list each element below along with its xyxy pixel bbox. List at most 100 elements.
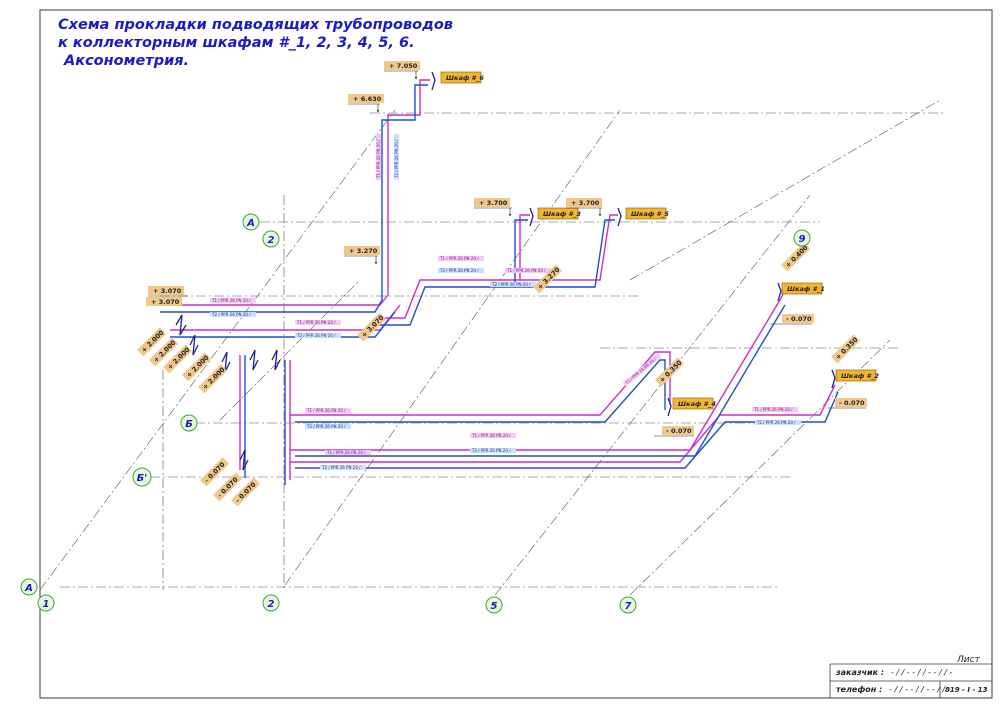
svg-text:+ 3.070: + 3.070 <box>153 287 182 295</box>
valve-icon <box>175 314 187 336</box>
svg-text:- 0.070: - 0.070 <box>234 480 258 504</box>
pipe-label-pair: T1 / PPR 26 PN 20 / T2 / PPR 26 PN 20 / <box>438 256 484 273</box>
valve-icon <box>249 349 259 371</box>
svg-text:5: 5 <box>491 601 498 612</box>
sheet-code: 819 - I - 13 <box>945 686 988 694</box>
axis-bubble-7: 7 <box>619 596 637 614</box>
pipe-label-t1: T1 / PPR 26 PN 20 / <box>326 450 366 455</box>
elevation-mark: + 2.000 <box>182 352 212 382</box>
pipe-label-t2: T2 / PPR 26 PN 20 / <box>296 333 336 338</box>
svg-text:- 0.070: - 0.070 <box>786 315 812 323</box>
valve-icon <box>431 71 436 91</box>
valve-icon <box>529 207 534 227</box>
svg-text:+ 3.700: + 3.700 <box>479 199 508 207</box>
svg-text:7: 7 <box>625 601 632 612</box>
pipe-label-t2: T2 / PPR 26 PN 20 / <box>394 139 399 179</box>
svg-text:2: 2 <box>268 235 275 246</box>
pipe-label-t2: T2 / PPR 26 PN 20 / <box>439 268 479 273</box>
drawing-title-line2: к коллекторным шкафам #_1, 2, 3, 4, 5, 6… <box>58 35 415 51</box>
grid-diag-2 <box>284 109 621 586</box>
cabinet-5: Шкаф #_5 <box>625 207 669 220</box>
svg-text:А: А <box>246 218 255 229</box>
supply-branch-cab5 <box>520 214 618 281</box>
elevation-mark: + 6.630 <box>348 94 384 113</box>
grid-diag-back <box>629 99 941 281</box>
svg-text:Б: Б <box>185 419 193 430</box>
elevation-mark: + 2.000 <box>198 364 228 394</box>
pipe-label-pair: T1 / PPR 26 PN 20 / T2 / PPR 26 PN 20 / <box>210 298 256 317</box>
drawing-title-line3: Аксонометрия. <box>64 53 190 69</box>
svg-text:2: 2 <box>268 599 275 610</box>
phone-row: телефон : - / / - - / / - - / / - <box>836 685 951 694</box>
svg-text:А: А <box>24 583 33 594</box>
customer-row: заказчик : - / / - - / / - - / / - <box>836 668 952 677</box>
valve-icon <box>617 207 622 227</box>
pipe-annotations: T1 / PPR 26 PN 20 / T2 / PPR 26 PN 20 / … <box>210 134 801 470</box>
elevation-mark: + 3.070 <box>148 286 188 297</box>
svg-text:+ 2.000: + 2.000 <box>185 353 211 379</box>
svg-text:+ 0.350: + 0.350 <box>834 335 860 361</box>
elevation-mark: + 0.350 <box>831 334 861 364</box>
return-pipes <box>160 84 839 485</box>
cabinet-2: Шкаф #_2 <box>835 369 879 382</box>
sheet-frame <box>39 9 993 699</box>
svg-text:9: 9 <box>799 234 806 245</box>
grid-diag-7 <box>629 339 891 596</box>
elevation-mark: - 0.070 <box>828 398 867 409</box>
valve-icon <box>271 349 281 371</box>
svg-text:+ 3.070: + 3.070 <box>360 313 386 339</box>
valve-icon <box>189 334 199 356</box>
drawing-title-line1: Схема прокладки подводящих трубопроводов <box>58 17 453 33</box>
axis-bubble-b: Б <box>180 414 198 432</box>
return-branch-cab5 <box>515 219 615 288</box>
pipe-label-t2: T2 / PPR 26 PN 20 / <box>491 282 531 287</box>
valve-icon <box>831 369 836 389</box>
pipe-label-t1: T1 / PPR 26 PN 20 / <box>306 408 346 413</box>
svg-text:+ 0.350: + 0.350 <box>658 358 684 384</box>
svg-text:- 0.070: - 0.070 <box>839 399 865 407</box>
cabinet-label: Шкаф #_2 <box>841 372 879 380</box>
elevation-mark: + 3.070 <box>146 297 182 306</box>
pipe-label-pair: T1 / PPR 26 PN 20 / T2 / PPR 26 PN 20 / <box>470 433 516 453</box>
valve-symbols <box>175 71 836 471</box>
pipe-label-t1: T1 / PPR 26 PN 20 / <box>506 268 546 273</box>
pipe-label-t2: T2 / PPR 26 PN 20 / <box>321 465 361 470</box>
grid-diag-riser <box>219 279 361 421</box>
cabinet-4: Шкаф #_4 <box>672 397 716 410</box>
cabinet-label: Шкаф #_3 <box>543 210 581 218</box>
return-run-cab2 <box>295 391 839 469</box>
axis-bubble-b-prime: Б' <box>132 467 152 487</box>
pipe-label-t2: T2 / PPR 26 PN 20 / <box>756 420 796 425</box>
customer-value: - / / - - / / - - / / - <box>890 668 953 677</box>
grid-diag-5 <box>494 194 811 596</box>
svg-text:+ 7.050: + 7.050 <box>389 62 418 70</box>
supply-riser-cab6 <box>160 79 430 306</box>
pipe-label-t2: T2 / PPR 26 PN 20 / <box>471 448 511 453</box>
return-branch-cab3 <box>375 219 528 326</box>
valve-icon <box>239 449 249 471</box>
cabinet-1: Шкаф #_1 <box>781 282 825 295</box>
valve-icon <box>777 282 782 302</box>
valve-icon <box>667 397 672 417</box>
pipe-label-t1: T1 / PPR 26 PN 20 / <box>296 320 336 325</box>
grid-diag-1 <box>39 109 396 591</box>
supply-feed-row <box>170 304 401 331</box>
supply-branch-cab3 <box>380 214 530 319</box>
svg-text:Б': Б' <box>137 473 148 484</box>
cabinets: Шкаф #_6 Шкаф #_3 Шкаф #_5 Шкаф #_1 Шкаф… <box>440 71 879 410</box>
elevation-mark: + 7.050 <box>384 61 420 80</box>
svg-text:- 0.070: - 0.070 <box>666 427 692 435</box>
pipe-label-t2: T2 / PPR 26 PN 20 / <box>306 424 346 429</box>
cabinet-3: Шкаф #_3 <box>537 207 581 220</box>
svg-text:- 0.070: - 0.070 <box>203 460 227 484</box>
axis-bubble-a-top: А <box>242 213 260 231</box>
elevation-marks: + 7.050 + 6.630 + 3.700 + 3.700 + 3.270 … <box>146 61 867 437</box>
supply-pipes <box>160 79 836 480</box>
cabinet-label: Шкаф #_5 <box>631 210 669 218</box>
axis-bubble-2-bottom: 2 <box>262 594 280 612</box>
cabinet-label: Шкаф #_1 <box>787 285 825 293</box>
elevation-mark: + 3.270 <box>344 246 380 265</box>
pipe-label-pair: T1 / PPR 26 PN 20 / T2 / PPR 26 PN 20 / <box>295 320 341 338</box>
pipe-label-t1: T1 / PPR 26 PN 20 / <box>753 407 793 412</box>
